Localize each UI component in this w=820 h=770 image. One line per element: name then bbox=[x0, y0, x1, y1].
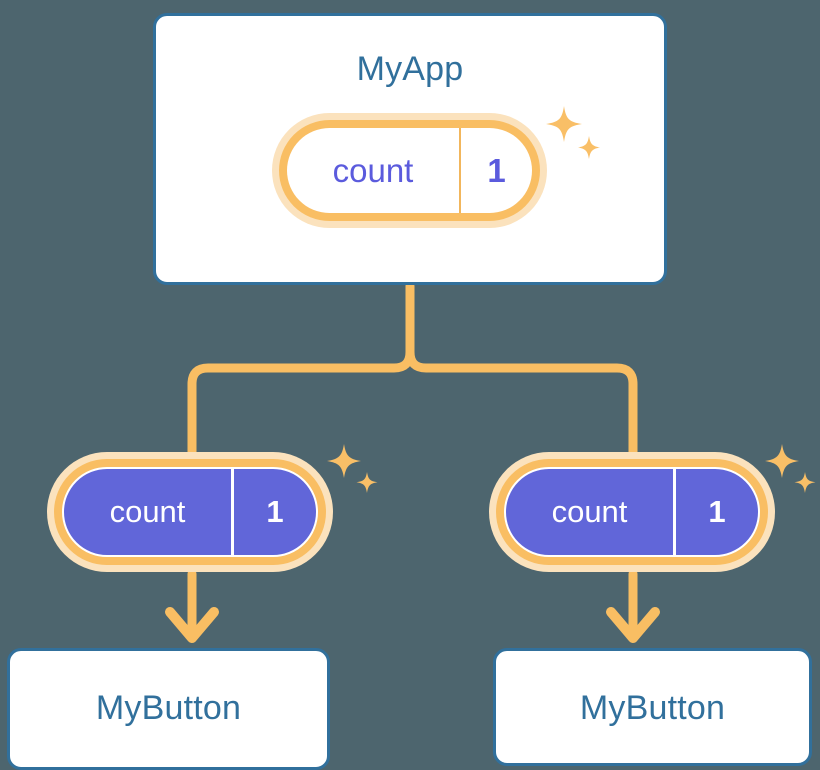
connector-trunk-and-fork bbox=[187, 281, 415, 457]
state-key-label: count bbox=[287, 128, 461, 213]
arrow-down-icon bbox=[165, 607, 219, 643]
pill-body: count 1 bbox=[504, 467, 760, 557]
state-value-label: 1 bbox=[487, 151, 506, 189]
pill-body: count 1 bbox=[287, 128, 532, 213]
state-pill-myapp[interactable]: count 1 bbox=[272, 113, 547, 228]
state-key-label: count bbox=[506, 469, 676, 555]
state-pill-mybutton-left[interactable]: count 1 bbox=[47, 452, 333, 572]
state-value-label: 1 bbox=[266, 494, 284, 529]
component-box-mybutton-right[interactable]: MyButton bbox=[493, 648, 812, 766]
arrow-down-icon bbox=[606, 607, 660, 643]
component-title-mybutton: MyButton bbox=[95, 689, 242, 727]
state-pill-mybutton-right[interactable]: count 1 bbox=[489, 452, 775, 572]
component-title-mybutton: MyButton bbox=[579, 689, 726, 727]
connector-fork-right bbox=[405, 347, 638, 457]
component-title-myapp: MyApp bbox=[356, 50, 464, 88]
state-key-label: count bbox=[64, 469, 234, 555]
pill-body: count 1 bbox=[62, 467, 318, 557]
component-box-mybutton-left[interactable]: MyButton bbox=[7, 648, 330, 770]
state-value-label: 1 bbox=[708, 494, 726, 529]
